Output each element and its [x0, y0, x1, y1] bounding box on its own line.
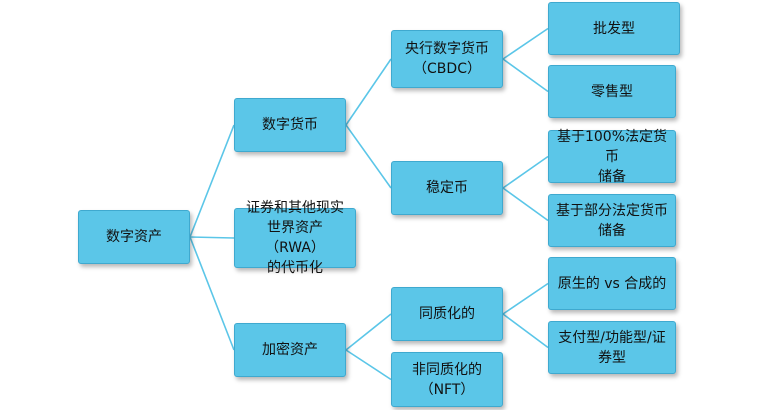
- node-nft: 非同质化的 （NFT）: [391, 352, 503, 407]
- node-token-types: 支付型/功能型/证 券型: [548, 321, 676, 374]
- node-label: 数字货币: [262, 117, 318, 133]
- connector-l2b-l3d: [502, 187, 549, 222]
- connector-l1c-l2c: [345, 313, 392, 351]
- connector-l2c-l3f: [502, 313, 549, 349]
- node-digital-currency: 数字货币: [234, 98, 346, 152]
- node-label: 基于100%法定货币 储备: [556, 128, 668, 185]
- node-label: 零售型: [591, 83, 633, 100]
- node-label: 加密资产: [262, 342, 318, 358]
- node-retail: 零售型: [548, 65, 676, 118]
- connector-l2a-l3b: [502, 58, 549, 93]
- connector-l1a-l2b: [345, 124, 392, 189]
- node-label: 支付型/功能型/证 券型: [558, 329, 666, 366]
- node-crypto-assets: 加密资产: [234, 323, 346, 377]
- node-cbdc: 央行数字货币 （CBDC）: [391, 30, 503, 88]
- node-stablecoin: 稳定币: [391, 161, 503, 215]
- node-tokenized-rwa: 证券和其他现实 世界资产（RWA） 的代币化: [234, 200, 356, 276]
- node-label: 批发型: [593, 20, 635, 37]
- connector-root-l1b: [189, 236, 235, 239]
- node-label: 基于部分法定货币 储备: [556, 202, 668, 239]
- connector-l2a-l3a: [502, 27, 549, 60]
- node-label: 数字资产: [106, 229, 162, 245]
- node-label: 非同质化的 （NFT）: [412, 361, 482, 398]
- node-label: 同质化的: [419, 306, 475, 322]
- node-label: 稳定币: [426, 180, 468, 196]
- node-partial-fiat-reserve: 基于部分法定货币 储备: [548, 194, 676, 247]
- node-native-vs-synthetic: 原生的 vs 合成的: [548, 257, 676, 310]
- connector-root-l1c: [189, 236, 235, 351]
- node-label: 原生的 vs 合成的: [557, 275, 667, 292]
- node-fungible: 同质化的: [391, 287, 503, 341]
- connector-l2c-l3e: [502, 282, 549, 315]
- connector-l1a-l2a: [345, 58, 392, 126]
- node-full-fiat-reserve: 基于100%法定货币 储备: [548, 129, 676, 185]
- node-root-digital-assets: 数字资产: [78, 210, 190, 264]
- connector-l1c-l2d: [345, 349, 392, 381]
- node-label: 央行数字货币 （CBDC）: [405, 41, 489, 77]
- connector-l2b-l3c: [502, 155, 549, 189]
- node-wholesale: 批发型: [548, 2, 680, 55]
- node-label: 证券和其他现实 世界资产（RWA） 的代币化: [246, 200, 344, 276]
- connector-root-l1a: [189, 124, 235, 238]
